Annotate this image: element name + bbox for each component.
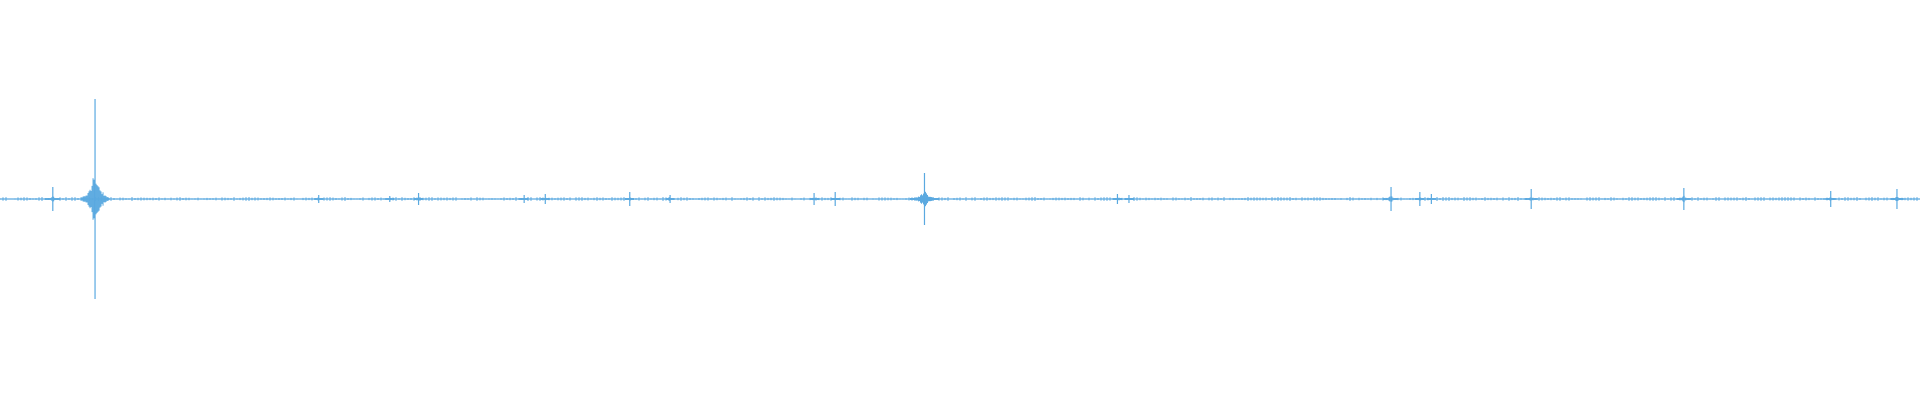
waveform-peak <box>540 194 550 204</box>
waveform-peak <box>314 195 324 203</box>
waveform-peak <box>830 192 840 206</box>
waveform-peaks <box>0 99 1918 299</box>
waveform-peak <box>1825 191 1836 207</box>
waveform-peak <box>665 195 675 203</box>
waveform-peak <box>1124 195 1134 203</box>
waveform-peak <box>1383 187 1399 211</box>
waveform-peak <box>1890 189 1904 209</box>
waveform-peak <box>809 193 819 205</box>
waveform-peak <box>45 187 61 211</box>
waveform-peak <box>1112 194 1122 204</box>
waveform-peak <box>519 195 529 203</box>
waveform-peak <box>625 192 635 206</box>
waveform-peak <box>414 193 424 205</box>
waveform-peak <box>385 196 395 202</box>
waveform-peak <box>1524 189 1538 209</box>
waveform-peak <box>1676 188 1691 210</box>
waveform-peak <box>80 99 110 299</box>
waveform-peak <box>1415 192 1425 206</box>
waveform-peak <box>909 173 939 225</box>
waveform-peak <box>1426 194 1436 204</box>
